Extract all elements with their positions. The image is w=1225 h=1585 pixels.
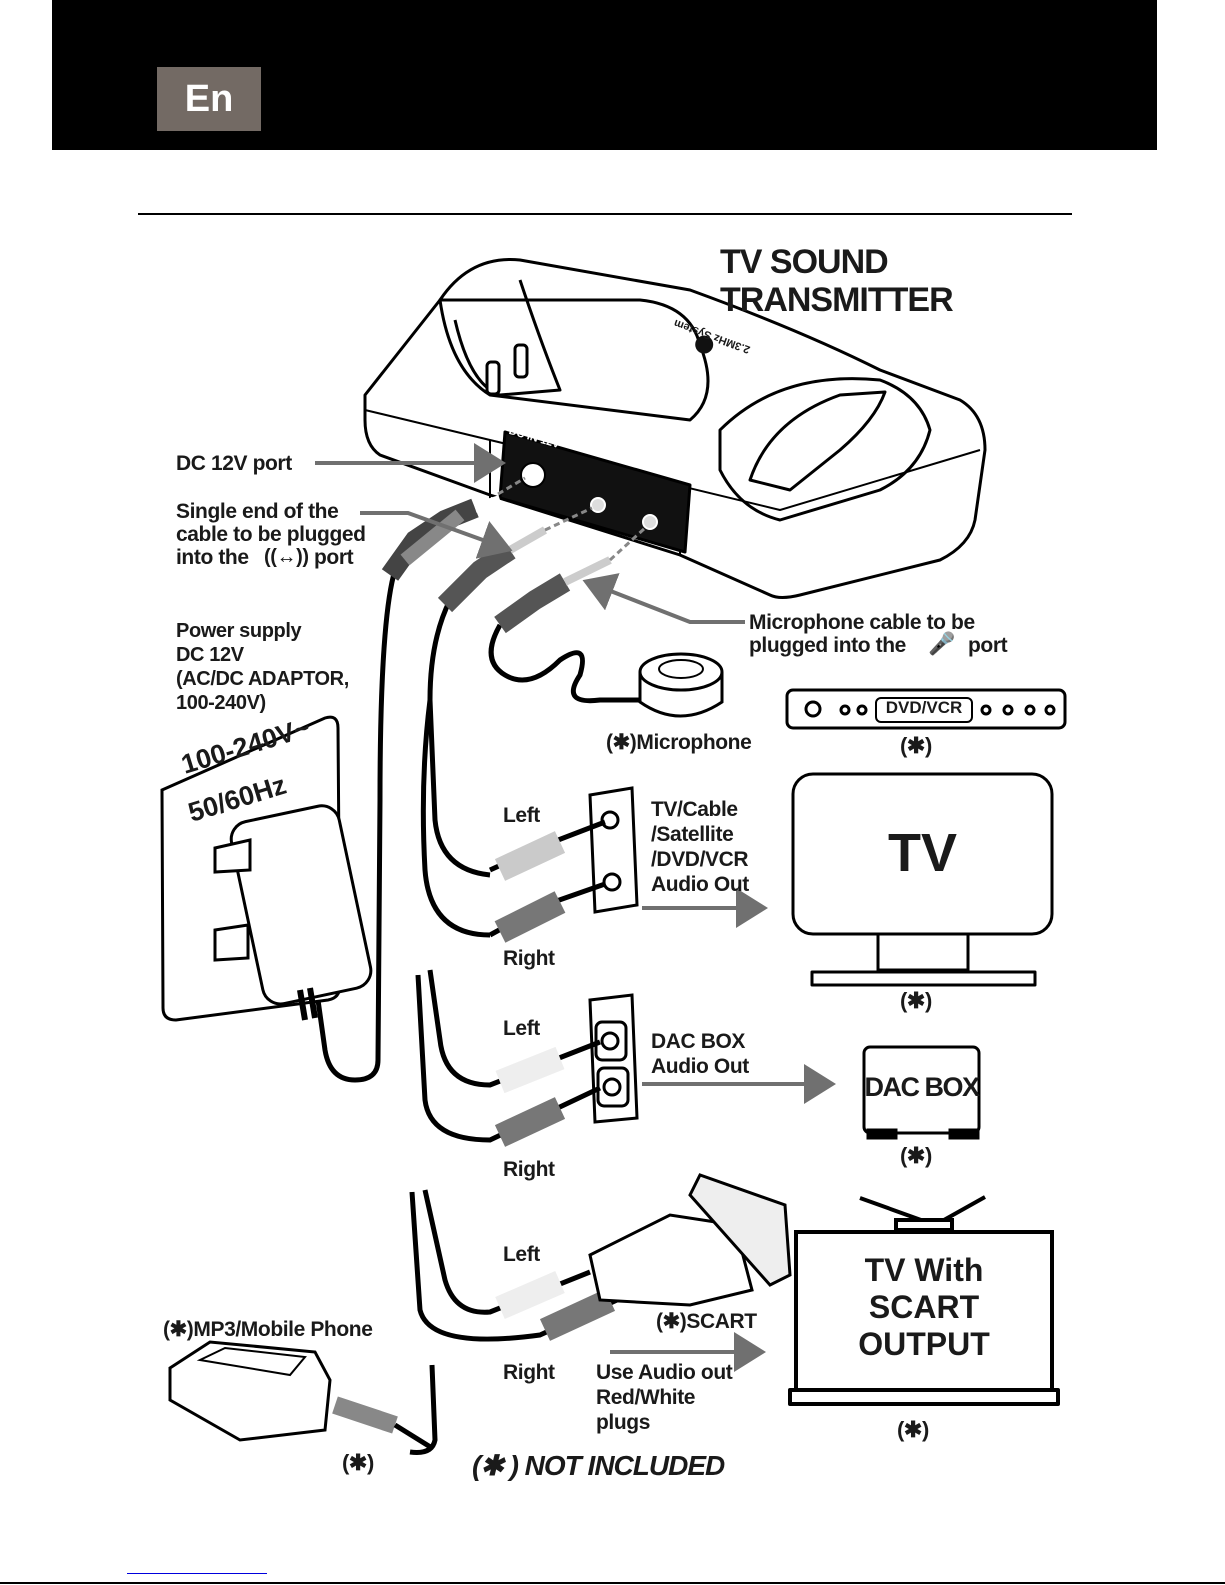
tv-note: (✱) bbox=[900, 988, 932, 1013]
conn1-right-label: Right bbox=[503, 947, 555, 970]
single-end-line1: Single end of the bbox=[176, 500, 339, 523]
power-supply-line2: DC 12V bbox=[176, 644, 244, 666]
microphone-label: (✱)Microphone bbox=[606, 731, 752, 754]
brand-logo bbox=[695, 335, 714, 354]
conn2-source-line2: Audio Out bbox=[651, 1055, 749, 1078]
top-rule bbox=[138, 213, 1072, 215]
conn3-note-line3: plugs bbox=[596, 1411, 650, 1434]
tv-device bbox=[791, 772, 1054, 987]
single-end-line4: port bbox=[314, 546, 354, 569]
conn3-note-line2: Red/White bbox=[596, 1386, 696, 1409]
wireless-port-icon: ((↔)) bbox=[264, 546, 309, 568]
conn3-note-line1: Use Audio out bbox=[596, 1361, 733, 1384]
mic-cable-line3: port bbox=[968, 634, 1008, 657]
rca-cables-2 bbox=[415, 969, 602, 1147]
scart-tv-line3: OUTPUT bbox=[858, 1326, 990, 1362]
dac-box-label: DAC BOX bbox=[864, 1072, 980, 1102]
wall-adaptor bbox=[160, 715, 373, 1022]
mp3-note: (✱) bbox=[342, 1450, 374, 1475]
callout-arrows bbox=[315, 443, 836, 1372]
transmitter-base bbox=[363, 258, 987, 599]
conn3-source-label: (✱)SCART bbox=[656, 1310, 757, 1333]
single-end-line2: cable to be plugged bbox=[176, 523, 366, 546]
product-title-line2: TRANSMITTER bbox=[720, 281, 954, 319]
power-supply-line1: Power supply bbox=[176, 620, 302, 642]
not-included-footnote: (✱ ) NOT INCLUDED bbox=[472, 1450, 725, 1481]
dvd-vcr-device bbox=[785, 688, 1067, 730]
audio-cable-jack bbox=[420, 506, 593, 938]
conn1-source-line3: /DVD/VCR bbox=[651, 848, 749, 871]
conn1-source-line4: Audio Out bbox=[651, 873, 749, 896]
mp3-label: (✱)MP3/Mobile Phone bbox=[163, 1318, 373, 1341]
power-supply-line3: (AC/DC ADAPTOR, bbox=[176, 668, 349, 690]
tv-label: TV bbox=[887, 823, 957, 883]
conn1-left-label: Left bbox=[503, 804, 540, 827]
conn2-left-label: Left bbox=[503, 1017, 540, 1040]
scart-tv-line2: SCART bbox=[868, 1289, 980, 1325]
rca-cables-1 bbox=[488, 819, 606, 943]
scart-tv-note: (✱) bbox=[897, 1417, 929, 1442]
conn1-source-line1: TV/Cable bbox=[651, 798, 738, 821]
dac-box-note: (✱) bbox=[900, 1143, 932, 1168]
mic-cable-line2: plugged into the bbox=[749, 634, 906, 657]
single-end-line3: into the bbox=[176, 546, 249, 569]
dvd-vcr-note: (✱) bbox=[900, 733, 932, 758]
bottom-rule bbox=[0, 1582, 1225, 1584]
conn3-right-label: Right bbox=[503, 1361, 555, 1384]
page-link-underline[interactable] bbox=[127, 1573, 267, 1574]
conn2-source-line1: DAC BOX bbox=[651, 1030, 746, 1053]
rca-panel-1 bbox=[588, 786, 639, 914]
rca-panel-2 bbox=[588, 993, 639, 1124]
rca-cables-3 bbox=[409, 1189, 652, 1455]
microphone-device bbox=[638, 652, 724, 718]
microphone-port-icon: 🎤 bbox=[928, 631, 955, 656]
microphone-cable bbox=[488, 526, 647, 704]
dc-port-label: DC 12V port bbox=[176, 452, 292, 475]
conn2-right-label: Right bbox=[503, 1158, 555, 1181]
mp3-device bbox=[168, 1340, 434, 1451]
language-badge: En bbox=[157, 67, 261, 131]
dc-power-cable bbox=[315, 476, 526, 1083]
scart-tv-device bbox=[788, 1195, 1060, 1406]
dvd-vcr-label: DVD/VCR bbox=[885, 698, 963, 717]
conn1-source-line2: /Satellite bbox=[651, 823, 734, 846]
scart-tv-line1: TV With bbox=[864, 1252, 984, 1288]
power-supply-line4: 100-240V) bbox=[176, 692, 266, 714]
product-title-line1: TV SOUND bbox=[720, 243, 889, 281]
mic-cable-line1: Microphone cable to be bbox=[749, 611, 975, 634]
scart-adaptor bbox=[588, 1173, 792, 1307]
dac-box-device bbox=[862, 1045, 981, 1140]
conn3-left-label: Left bbox=[503, 1243, 540, 1266]
